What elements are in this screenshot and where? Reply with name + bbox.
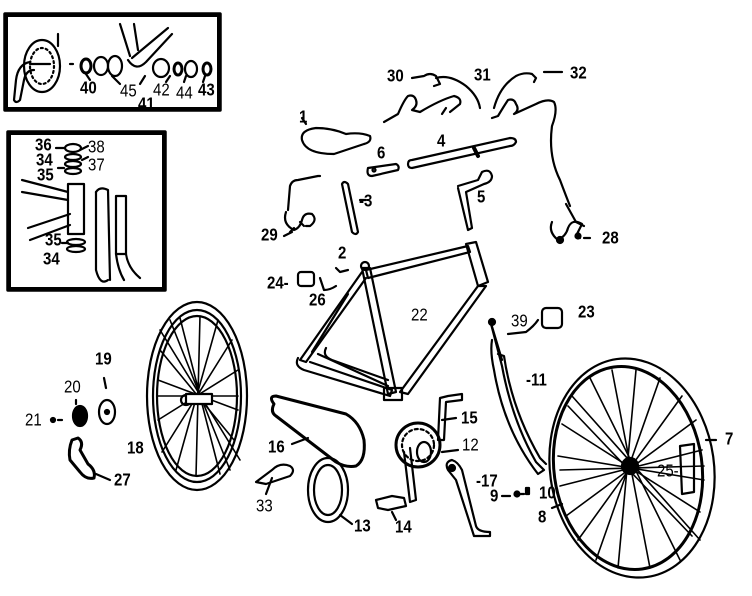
- callout-43: 43: [198, 80, 215, 101]
- callout-41: 41: [138, 94, 155, 115]
- callout-23: 23: [578, 302, 595, 323]
- callout-12: 12: [462, 435, 479, 456]
- frame: [295, 240, 490, 402]
- callout-21: 21: [25, 410, 42, 431]
- callout-32: 32: [570, 63, 587, 84]
- callout-29: 29: [261, 225, 278, 246]
- callout-42: 42: [153, 80, 170, 101]
- callout-16: 16: [268, 437, 285, 458]
- callout-28: 28: [602, 228, 619, 249]
- callout-5: 5: [477, 187, 486, 208]
- callout-33: 33: [256, 496, 273, 517]
- callout-7: 7: [725, 429, 734, 450]
- front-wheel: [548, 357, 718, 579]
- callout-22: 22: [411, 305, 428, 326]
- callout-15: 15: [461, 408, 478, 429]
- callout-1: 1: [299, 107, 308, 128]
- callout-11: -11: [526, 370, 547, 391]
- bottom-bracket-inset-frame: [5, 14, 220, 110]
- callout-17: -17: [476, 471, 498, 492]
- callout-3: -3: [359, 191, 373, 212]
- callout-39: 39: [511, 311, 528, 332]
- callout-31: 31: [474, 65, 491, 86]
- callout-13: 13: [354, 516, 371, 537]
- callout-40: 40: [80, 78, 97, 99]
- callout-14: 14: [395, 517, 412, 538]
- callout-38: 38: [88, 137, 105, 158]
- callout-35-bottom: 35: [45, 230, 62, 251]
- callout-37: 37: [88, 155, 105, 176]
- callout-18: 18: [127, 438, 144, 459]
- callout-19: 19: [95, 349, 112, 370]
- callout-25: 25-: [657, 461, 679, 482]
- callout-6: 6: [377, 143, 386, 164]
- callout-2: 2: [338, 243, 347, 264]
- callout-26: 26: [309, 290, 326, 311]
- callout-34-bottom: 34: [43, 249, 60, 270]
- callout-35-top: 35: [37, 165, 54, 186]
- callout-10: 10: [539, 483, 556, 504]
- callout-36: 36: [35, 135, 52, 156]
- callout-45: 45: [120, 81, 137, 102]
- rear-wheel: [145, 300, 249, 492]
- callout-20: 20: [64, 377, 81, 398]
- callout-9: 9: [490, 486, 499, 507]
- callout-44: 44: [176, 83, 193, 104]
- callout-34-top: 34: [36, 150, 53, 171]
- callout-24: 24-: [267, 273, 289, 294]
- callout-4: 4: [437, 131, 446, 152]
- callout-27: 27: [114, 470, 131, 491]
- callout-30: 30: [387, 66, 404, 87]
- headset-inset-frame: [8, 132, 165, 290]
- callout-8: 8: [538, 507, 547, 528]
